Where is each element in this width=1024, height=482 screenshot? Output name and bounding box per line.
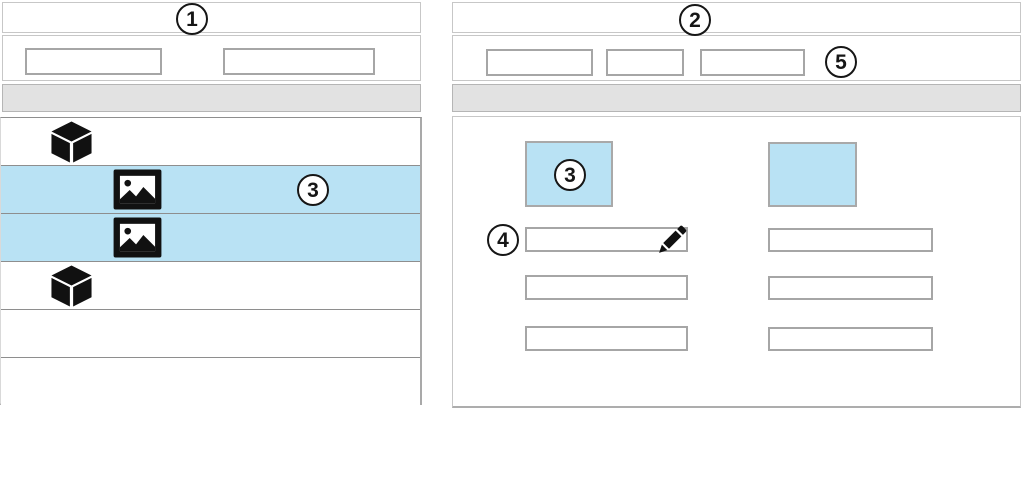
left-toolbar-field-1[interactable] (25, 48, 162, 75)
table-row[interactable] (1, 214, 420, 262)
image-icon (112, 169, 163, 210)
left-panel-header (2, 2, 421, 33)
detail-field-left-2[interactable] (525, 275, 688, 300)
right-panel-header (452, 2, 1021, 33)
callout-2: 2 (679, 4, 711, 36)
detail-field-right-2[interactable] (768, 276, 933, 300)
table-row[interactable] (1, 310, 420, 358)
table-row[interactable] (1, 166, 420, 214)
detail-field-right-3[interactable] (768, 327, 933, 351)
callout-3-right: 3 (554, 159, 586, 191)
right-toolbar-field-3[interactable] (700, 49, 805, 76)
cube-icon (49, 120, 94, 163)
detail-field-left-3[interactable] (525, 326, 688, 351)
table-row[interactable] (1, 262, 420, 310)
pencil-icon[interactable] (656, 223, 689, 256)
callout-4: 4 (487, 224, 519, 256)
callout-5: 5 (825, 46, 857, 78)
left-toolbar-field-2[interactable] (223, 48, 375, 75)
detail-field-left-1[interactable] (525, 227, 688, 252)
cube-icon (49, 264, 94, 307)
image-thumbnail-right[interactable] (768, 142, 857, 207)
callout-1: 1 (176, 3, 208, 35)
table-row[interactable] (1, 358, 420, 406)
detail-field-right-1[interactable] (768, 228, 933, 252)
right-toolbar-field-2[interactable] (606, 49, 684, 76)
table-row[interactable] (1, 118, 420, 166)
image-icon (112, 217, 163, 258)
right-column-header-bar (452, 84, 1021, 112)
callout-3-left: 3 (297, 174, 329, 206)
right-toolbar-field-1[interactable] (486, 49, 593, 76)
left-column-header-bar (2, 84, 421, 112)
left-row-list (0, 117, 422, 406)
